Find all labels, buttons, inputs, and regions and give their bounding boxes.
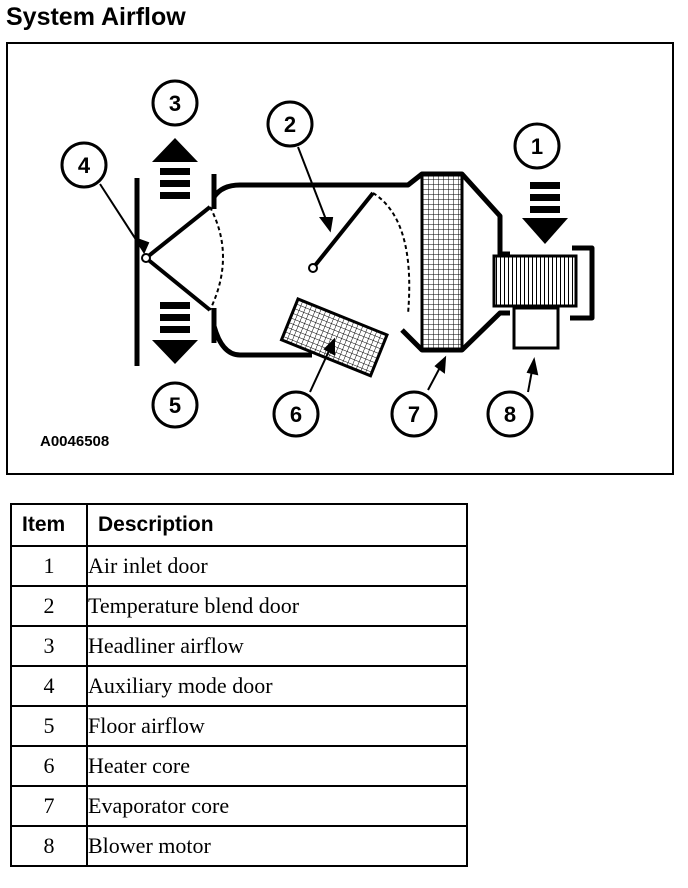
item-description: Blower motor bbox=[86, 825, 468, 867]
legend-table: Item Description 1 Air inlet door 2 Temp… bbox=[10, 503, 468, 867]
evaporator-core bbox=[420, 172, 464, 352]
callout-8: 8 bbox=[486, 390, 534, 438]
item-description: Air inlet door bbox=[86, 545, 468, 587]
page-title: System Airflow bbox=[6, 3, 186, 31]
svg-text:5: 5 bbox=[169, 393, 181, 418]
item-description: Evaporator core bbox=[86, 785, 468, 827]
floor-airflow-arrow bbox=[152, 302, 198, 364]
table-row: 3 Headliner airflow bbox=[10, 625, 468, 667]
airflow-diagram: 1 2 3 4 5 6 7 8 A0046508 bbox=[6, 42, 674, 475]
hvac-housing bbox=[134, 171, 595, 366]
item-number: 4 bbox=[10, 665, 88, 707]
svg-text:4: 4 bbox=[78, 153, 91, 178]
item-number: 1 bbox=[10, 545, 88, 587]
table-row: 8 Blower motor bbox=[10, 825, 468, 867]
table-row: 5 Floor airflow bbox=[10, 705, 468, 747]
callout-5: 5 bbox=[151, 381, 199, 429]
callout-6: 6 bbox=[272, 390, 320, 438]
table-row: 6 Heater core bbox=[10, 745, 468, 787]
svg-text:3: 3 bbox=[169, 91, 181, 116]
item-number: 6 bbox=[10, 745, 88, 787]
item-description: Heater core bbox=[86, 745, 468, 787]
item-number: 3 bbox=[10, 625, 88, 667]
item-number: 2 bbox=[10, 585, 88, 627]
svg-text:2: 2 bbox=[284, 112, 296, 137]
callout-4: 4 bbox=[60, 141, 108, 189]
heater-core bbox=[279, 297, 389, 378]
auxiliary-mode-door bbox=[141, 205, 224, 312]
svg-text:8: 8 bbox=[504, 402, 516, 427]
temperature-blend-door bbox=[308, 191, 411, 315]
callout-3: 3 bbox=[151, 79, 199, 127]
svg-text:1: 1 bbox=[531, 134, 543, 159]
item-number: 7 bbox=[10, 785, 88, 827]
svg-text:7: 7 bbox=[408, 402, 420, 427]
callout-1: 1 bbox=[513, 122, 561, 170]
table-row: 2 Temperature blend door bbox=[10, 585, 468, 627]
blower-motor bbox=[492, 254, 578, 350]
table-row: 1 Air inlet door bbox=[10, 545, 468, 587]
callout-2: 2 bbox=[266, 100, 314, 148]
item-description: Temperature blend door bbox=[86, 585, 468, 627]
headliner-airflow-arrow bbox=[152, 138, 198, 199]
header-item: Item bbox=[10, 503, 88, 547]
callout-7: 7 bbox=[390, 390, 438, 438]
leader-lines bbox=[99, 146, 539, 393]
item-description: Headliner airflow bbox=[86, 625, 468, 667]
inlet-airflow-arrow bbox=[522, 182, 568, 244]
header-description: Description bbox=[86, 503, 468, 547]
item-number: 8 bbox=[10, 825, 88, 867]
legend-header-row: Item Description bbox=[10, 503, 468, 547]
table-row: 4 Auxiliary mode door bbox=[10, 665, 468, 707]
item-description: Auxiliary mode door bbox=[86, 665, 468, 707]
table-row: 7 Evaporator core bbox=[10, 785, 468, 827]
item-description: Floor airflow bbox=[86, 705, 468, 747]
figure-id: A0046508 bbox=[40, 433, 109, 450]
item-number: 5 bbox=[10, 705, 88, 747]
svg-text:6: 6 bbox=[290, 402, 302, 427]
